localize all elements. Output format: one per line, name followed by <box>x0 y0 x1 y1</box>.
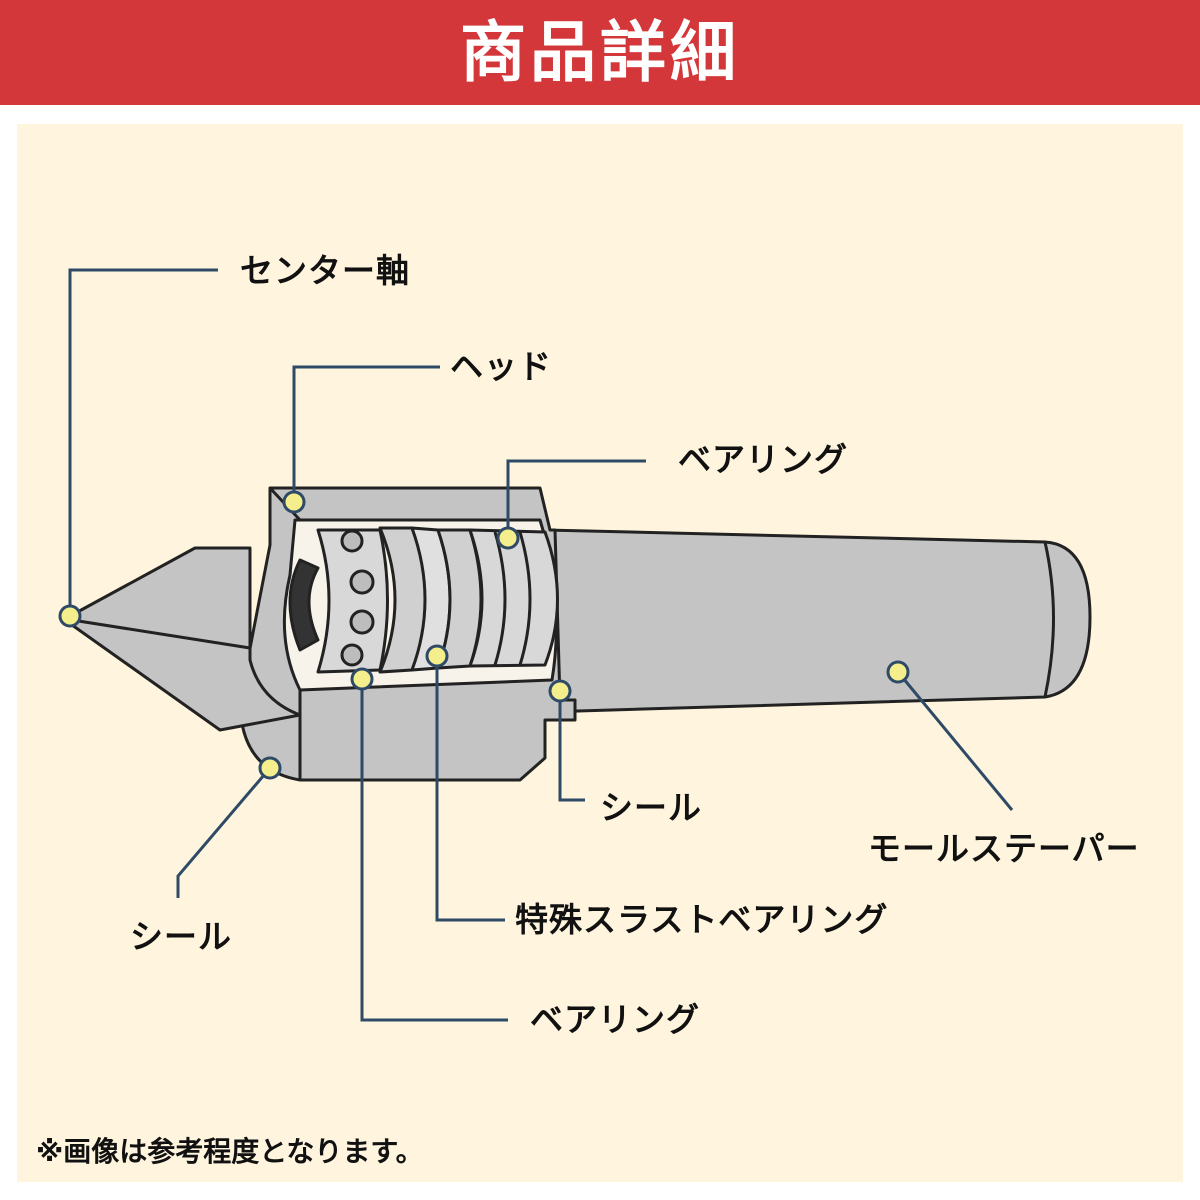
page-title: 商品詳細 <box>460 13 740 91</box>
marker-seal-right <box>548 679 572 703</box>
marker-head <box>282 490 306 514</box>
label-seal-left: シール <box>130 917 232 956</box>
label-bearing-top: ベアリング <box>678 440 848 479</box>
marker-thrust-bearing <box>425 644 449 668</box>
marker-center-shaft <box>58 604 82 628</box>
marker-bearing-bottom <box>350 667 374 691</box>
label-special-thrust-bearing: 特殊スラストベアリング <box>515 900 889 939</box>
label-morse-taper: モールステーパー <box>868 829 1140 868</box>
label-seal-right: シール <box>600 788 702 827</box>
label-head: ヘッド <box>450 347 552 386</box>
marker-morse-taper <box>886 660 910 684</box>
header-bar: 商品詳細 <box>0 0 1200 105</box>
marker-bearing-top <box>496 526 520 550</box>
leader-lines <box>68 268 1014 1022</box>
label-bearing-bottom: ベアリング <box>530 1000 700 1039</box>
morse-taper-shape <box>543 528 1092 714</box>
label-center-shaft: センター軸 <box>240 251 410 290</box>
disclaimer-note: ※画像は参考程度となります。 <box>36 1135 424 1168</box>
marker-seal-left <box>258 756 282 780</box>
